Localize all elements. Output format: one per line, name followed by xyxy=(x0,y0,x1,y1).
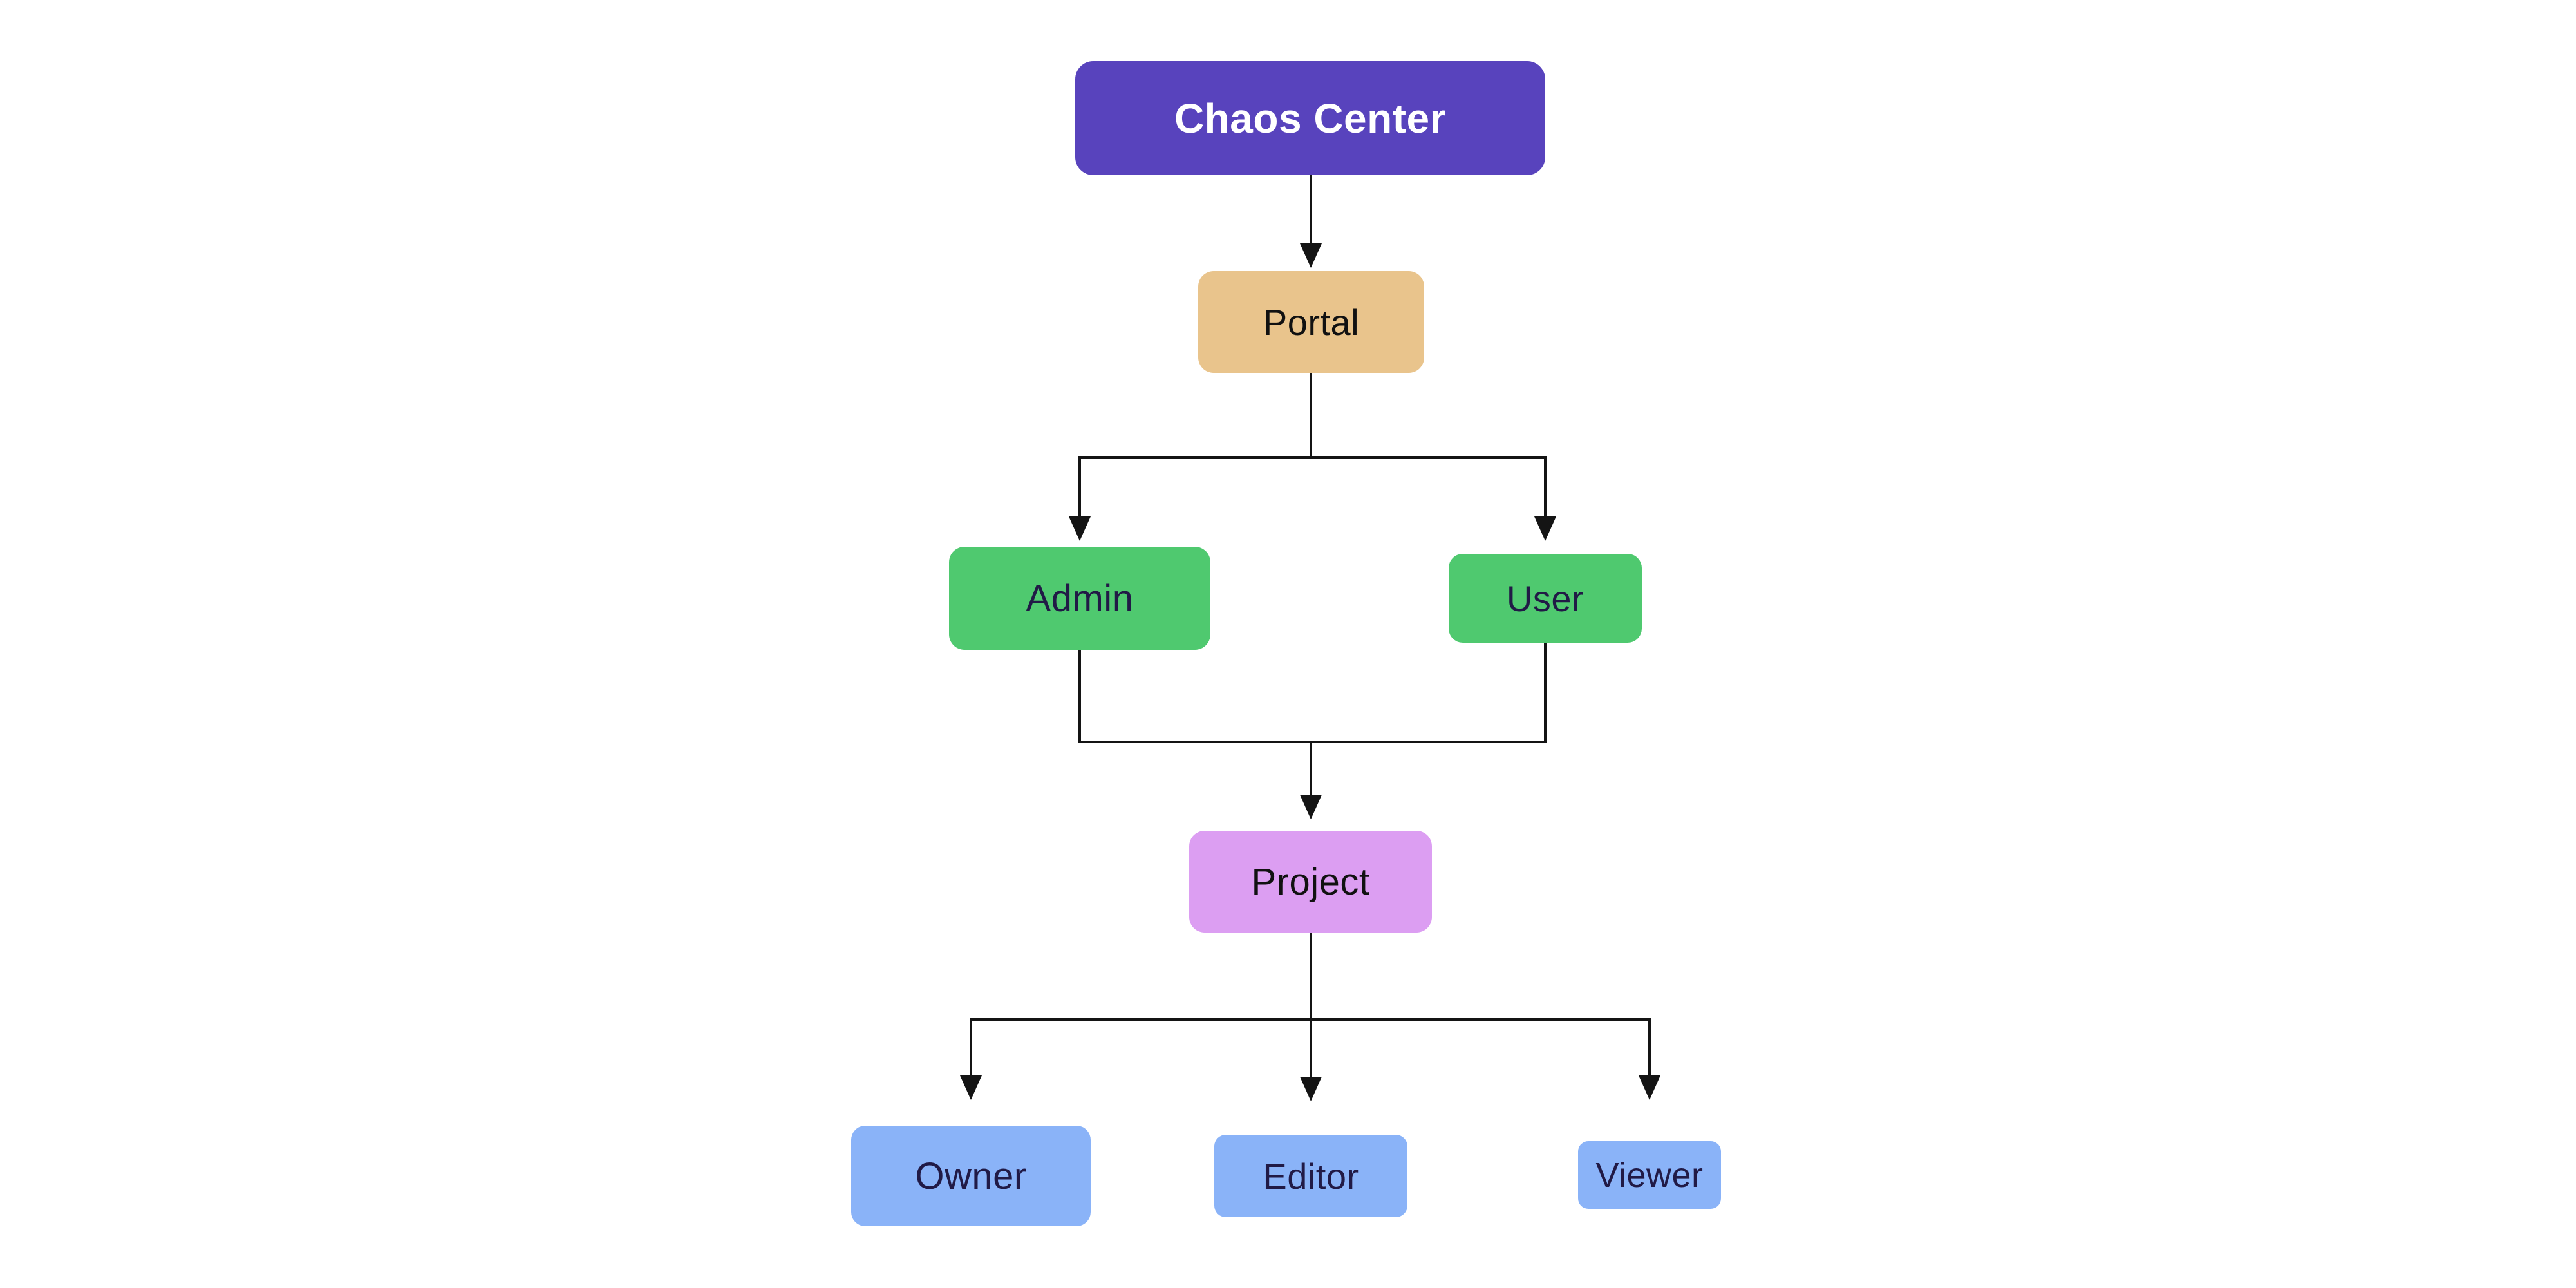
edge-portal-to-user xyxy=(1310,372,1556,541)
arrow-head-icon xyxy=(1069,516,1091,541)
node-editor: Editor xyxy=(1214,1135,1407,1217)
edge-chaos-center-to-portal xyxy=(1300,174,1322,268)
node-viewer: Viewer xyxy=(1578,1141,1721,1209)
edge-line xyxy=(1310,372,1547,519)
arrow-head-icon xyxy=(1300,795,1322,819)
edge-line xyxy=(1078,372,1312,519)
arrow-head-icon xyxy=(960,1075,982,1100)
node-project: Project xyxy=(1189,831,1432,933)
edge-line xyxy=(1310,931,1651,1078)
arrow-head-icon xyxy=(1300,1077,1322,1101)
arrow-head-icon xyxy=(1639,1075,1660,1100)
edge-user-to-project xyxy=(1300,641,1547,819)
node-admin: Admin xyxy=(949,547,1210,650)
node-user: User xyxy=(1449,554,1642,643)
node-owner: Owner xyxy=(851,1126,1091,1226)
edge-line xyxy=(1310,641,1547,797)
node-chaos-center: Chaos Center xyxy=(1075,61,1545,175)
arrow-head-icon xyxy=(1534,516,1556,541)
edge-line xyxy=(970,931,1312,1078)
edge-admin-to-project xyxy=(1078,649,1322,819)
edge-line xyxy=(1078,649,1312,797)
edge-project-to-viewer xyxy=(1310,931,1660,1100)
edge-portal-to-admin xyxy=(1069,372,1312,541)
arrow-head-icon xyxy=(1300,243,1322,268)
edge-project-to-owner xyxy=(960,931,1312,1100)
node-portal: Portal xyxy=(1198,271,1424,373)
